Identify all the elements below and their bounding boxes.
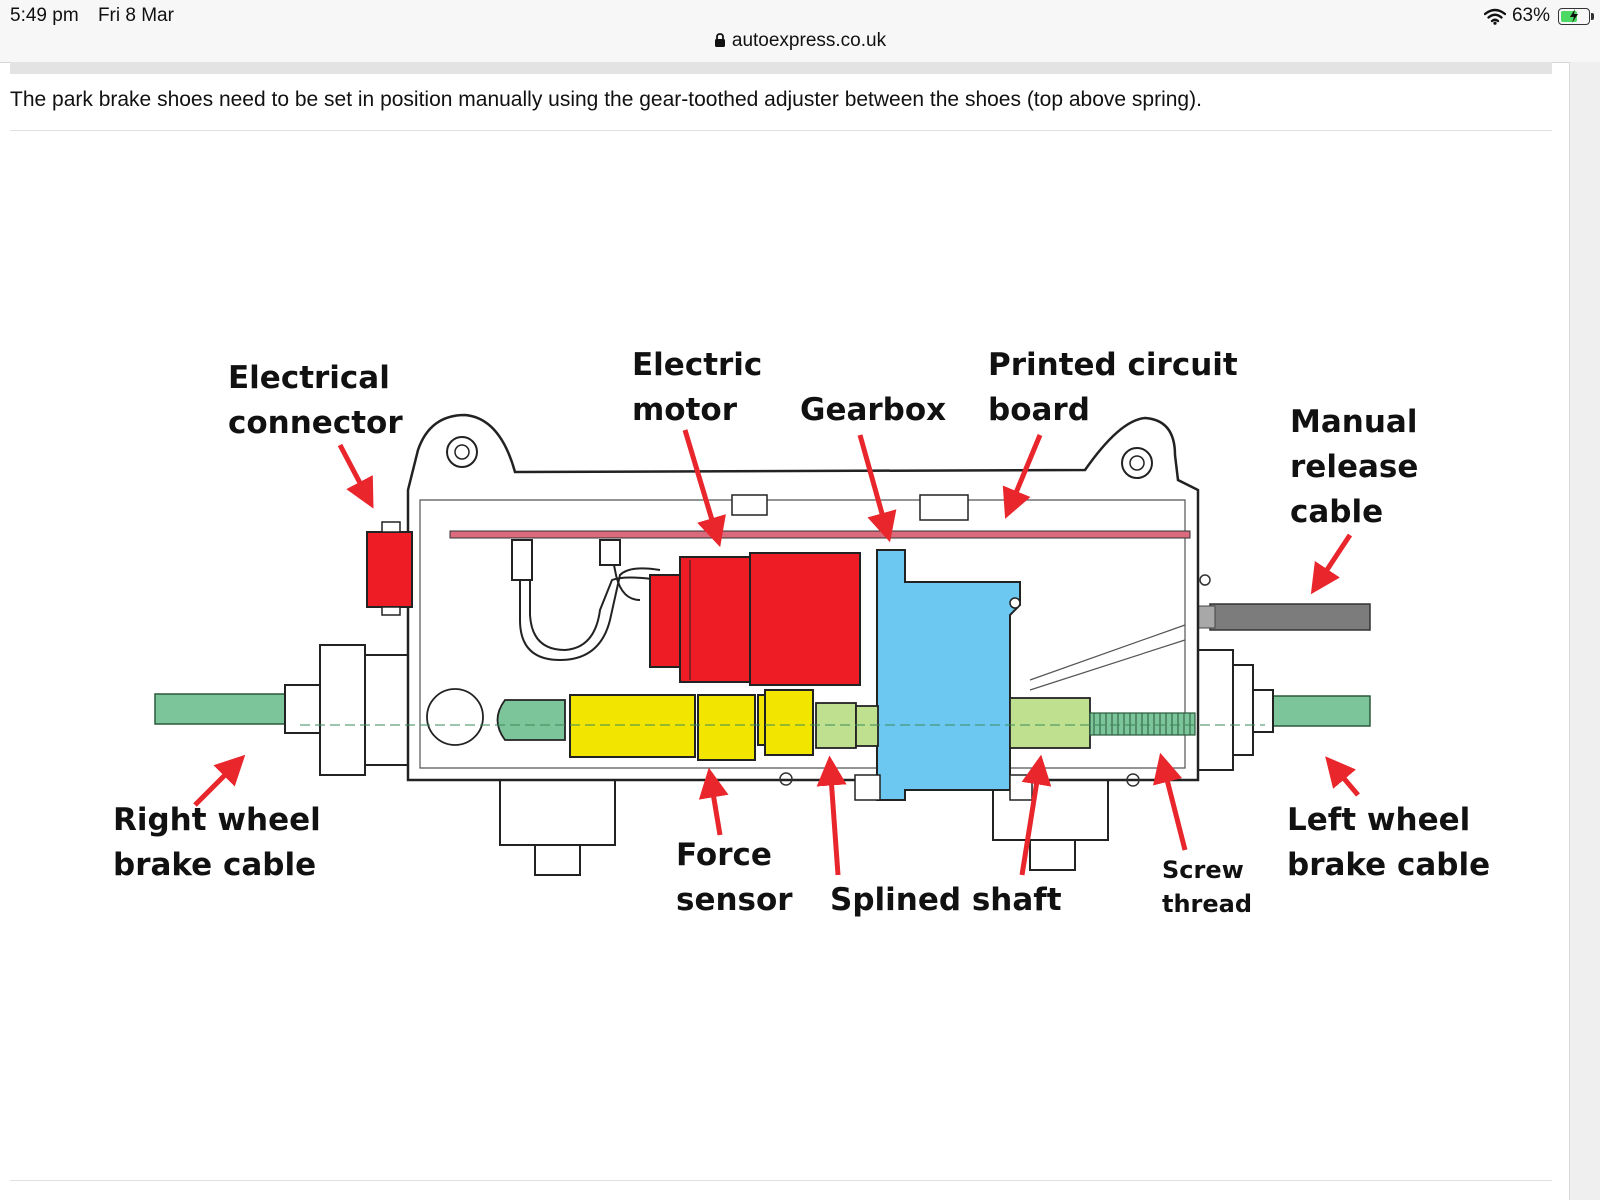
- motor-wires: [511, 539, 661, 662]
- status-right: 63%: [1483, 5, 1594, 27]
- left-wheel-cable: [1269, 695, 1371, 727]
- callout-arrows: [193, 429, 1360, 876]
- label-splined-shaft: Splined shaft: [830, 882, 1062, 918]
- arrow-screw-thread: [1153, 752, 1188, 851]
- status-bar: 5:49 pm Fri 8 Mar 63% autoexpress.co.uk: [0, 0, 1600, 63]
- battery-level-fill: [1561, 10, 1577, 22]
- left-end-fitting: [284, 644, 409, 776]
- arrow-manual-release: [1310, 533, 1353, 595]
- lock-icon: [714, 33, 725, 47]
- status-left: 5:49 pm Fri 8 Mar: [10, 5, 188, 27]
- page-scrollbar[interactable]: [1569, 62, 1600, 1200]
- right-wheel-cable: [154, 693, 306, 725]
- printed-circuit-board: [449, 530, 1191, 539]
- right-end-fitting: [1197, 649, 1274, 771]
- mount-hole-right: [1121, 447, 1153, 479]
- cable-pulley: [426, 688, 484, 746]
- divider-bottom: [10, 1180, 1552, 1181]
- arrow-splined-shaft-right: [1019, 754, 1052, 876]
- status-time: 5:49 pm: [10, 5, 79, 26]
- article-header-band: [10, 62, 1552, 74]
- label-gearbox: Gearbox: [800, 392, 946, 428]
- arrow-right-wheel: [193, 754, 246, 807]
- manual-release-cable-body: [1209, 603, 1371, 631]
- address-bar[interactable]: autoexpress.co.uk: [0, 30, 1600, 52]
- wifi-icon: [1483, 8, 1506, 25]
- screw-thread: [1089, 712, 1196, 736]
- electric-motor: [649, 552, 861, 686]
- electrical-connector: [366, 531, 413, 608]
- battery-charging-icon: [1558, 7, 1594, 25]
- divider: [10, 130, 1552, 131]
- arrow-splined-shaft-left: [816, 755, 847, 876]
- arrow-electric-motor: [682, 429, 726, 548]
- article-caption: The park brake shoes need to be set in p…: [10, 88, 1202, 111]
- cable-clevis: [496, 699, 566, 741]
- arrow-force-sensor: [698, 767, 729, 836]
- mount-hole-left: [446, 436, 478, 468]
- status-date: Fri 8 Mar: [97, 5, 174, 26]
- url-text[interactable]: autoexpress.co.uk: [731, 30, 887, 51]
- gearbox: [876, 549, 1021, 801]
- battery-percent: 63%: [1511, 5, 1550, 26]
- arrow-pcb: [1002, 434, 1043, 519]
- arrow-electrical-connector: [337, 443, 374, 509]
- arrow-left-wheel: [1325, 756, 1360, 797]
- force-sensor: [569, 689, 814, 761]
- arrow-gearbox: [857, 434, 897, 543]
